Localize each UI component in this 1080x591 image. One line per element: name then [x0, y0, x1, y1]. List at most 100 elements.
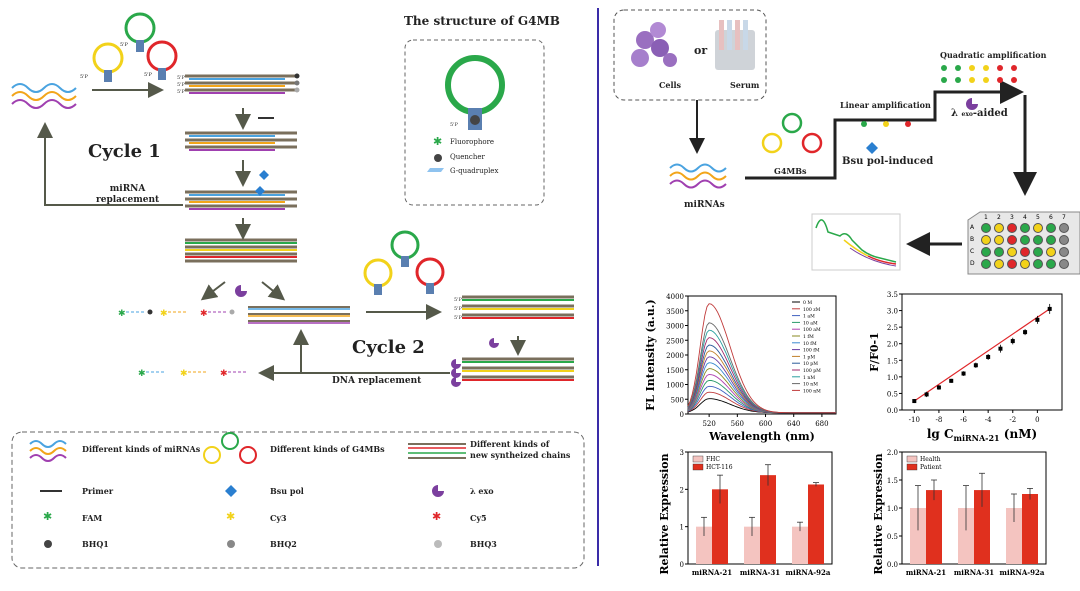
plate-well — [1007, 247, 1017, 257]
plate-well — [1020, 247, 1030, 257]
legend-cy3: Cy3 — [270, 513, 287, 523]
fluorophore-icon: ✱ — [433, 135, 442, 148]
bar — [712, 489, 728, 564]
svg-text:5'P: 5'P — [454, 306, 463, 312]
data-point — [1035, 317, 1040, 322]
amplification-path — [745, 80, 1024, 180]
sample-box — [613, 9, 767, 101]
y-tick-label: 0 — [680, 561, 684, 569]
plate-well — [1046, 223, 1056, 233]
g-quadruplex-label: G-quadruplex — [450, 167, 499, 175]
x-axis-label-sub: miRNA-21 — [954, 433, 1000, 443]
x-tick-label: 680 — [815, 420, 828, 428]
plate-well — [1033, 223, 1043, 233]
data-point — [1010, 339, 1015, 344]
mirna-replacement-line2: replacement — [96, 195, 160, 205]
legend-label: 100 fM — [803, 348, 820, 354]
legend-label: Patient — [920, 464, 942, 471]
left-schematic: 5'P 5'P 5'P ✱ ✱ ✱ ✱ ✱ ✱ — [11, 12, 585, 569]
legend-label: 0 M — [803, 300, 812, 306]
x-tick-label: -8 — [936, 416, 943, 424]
y-tick-label: 1.0 — [887, 505, 898, 513]
y-tick-label: 3 — [680, 449, 684, 457]
legend-swatch — [692, 463, 704, 471]
legend-label: HCT-116 — [706, 464, 733, 471]
data-point — [961, 371, 966, 376]
mirna-replacement-label: miRNA replacement — [96, 184, 159, 206]
bar — [808, 484, 824, 564]
cycle2-stack-bottom — [451, 357, 574, 387]
y-tick-label: 0.0 — [887, 561, 898, 569]
y-tick-label: 3.5 — [887, 291, 898, 299]
legend-label: 10 nM — [803, 382, 818, 388]
y-tick-label: 2.0 — [887, 449, 898, 457]
or-label: or — [694, 44, 708, 57]
cells-label: Cells — [659, 80, 682, 90]
structure-box — [404, 39, 545, 206]
bar — [696, 526, 712, 564]
data-point — [973, 363, 978, 368]
y-tick-label: 2000 — [666, 352, 684, 360]
y-tick-label: 0.5 — [887, 533, 898, 541]
plate-col-label: 2 — [997, 214, 1001, 221]
legend-mirnas: Different kinds of miRNAs — [82, 444, 201, 454]
plate-well — [994, 223, 1004, 233]
y-tick-label: 0 — [680, 411, 684, 419]
plate-well — [1046, 235, 1056, 245]
y-tick-label: 1.5 — [887, 477, 898, 485]
mirna-replacement-line1: miRNA — [109, 184, 146, 194]
legend-g4mbs: Different kinds of G4MBs — [270, 444, 385, 454]
x-tick-label: 640 — [787, 420, 800, 428]
bar — [744, 526, 760, 564]
x-tick-label: miRNA-31 — [954, 568, 994, 577]
mirnas-label: miRNAs — [684, 200, 725, 210]
y-tick-label: 2.5 — [887, 324, 898, 332]
x-axis-label-main: lg C — [927, 427, 954, 441]
x-tick-label: 600 — [759, 420, 772, 428]
bar — [910, 508, 926, 564]
y-tick-label: 2.0 — [887, 341, 898, 349]
dna-replacement-label: DNA replacement — [332, 376, 422, 386]
bar — [1006, 508, 1022, 564]
linear-amplification-label: Linear amplification — [840, 100, 931, 110]
x-axis-label: Wavelength (nm) — [708, 430, 815, 443]
new-chains — [248, 306, 350, 324]
plate-well — [994, 235, 1004, 245]
y-tick-label: 500 — [671, 396, 684, 404]
legend-label: 10 aM — [803, 320, 818, 326]
x-tick-label: 520 — [702, 420, 715, 428]
legend-label: 1 aM — [803, 314, 815, 320]
fit-line — [913, 308, 1051, 402]
data-point — [998, 346, 1003, 351]
plate-well — [981, 247, 991, 257]
svg-text:✱: ✱ — [118, 309, 126, 319]
quencher-icon — [434, 154, 442, 162]
plate-well — [1046, 259, 1056, 269]
plate-row-label: D — [970, 260, 975, 267]
x-axis-label-unit: (nM) — [1000, 427, 1038, 441]
bsu-pol-icon — [259, 170, 269, 180]
svg-text:✱: ✱ — [160, 309, 168, 319]
legend-swatch — [906, 455, 918, 463]
legend-box — [11, 431, 585, 569]
data-point — [986, 354, 991, 359]
y-tick-label: 3.0 — [887, 308, 898, 316]
svg-text:✱: ✱ — [43, 510, 52, 523]
x-tick-label: miRNA-21 — [906, 568, 946, 577]
svg-text:✱: ✱ — [200, 309, 208, 319]
y-tick-label: 4000 — [666, 293, 684, 301]
plate-well — [981, 259, 991, 269]
legend-label: 10 fM — [803, 341, 817, 347]
plate-well — [1020, 235, 1030, 245]
bar — [958, 508, 974, 564]
legend-label: 100 nM — [803, 388, 821, 394]
legend-label: 100 pM — [803, 368, 821, 374]
x-tick-label: miRNA-92a — [786, 568, 831, 577]
g4mbs-icon — [761, 112, 823, 154]
spectrum-line — [687, 303, 836, 414]
y-axis-label: FL Intensity (a.u.) — [644, 299, 657, 410]
plate-col-label: 5 — [1036, 214, 1040, 221]
